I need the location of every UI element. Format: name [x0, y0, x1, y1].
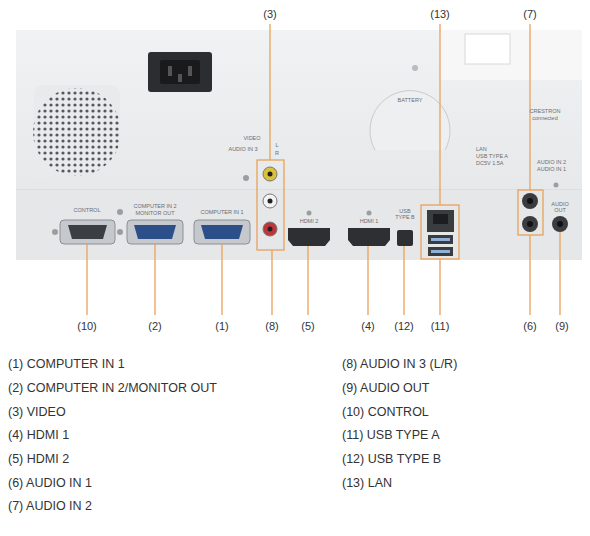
port-label: HDMI 1 [360, 218, 379, 224]
hdmi-ports [288, 211, 390, 247]
panel-body [16, 30, 582, 260]
callout-number: (2) [148, 320, 161, 332]
screw [412, 65, 418, 71]
legend-item: (6) AUDIO IN 1 [8, 477, 92, 491]
port-label: CONTROL [74, 207, 101, 213]
legend-item: (7) AUDIO IN 2 [8, 500, 92, 514]
callout-number: (8) [265, 320, 278, 332]
legend-item: (3) VIDEO [8, 406, 66, 420]
port-label: USB TYPE B [393, 208, 417, 220]
port-label: BATTERY [398, 97, 423, 103]
legend-item: (12) USB TYPE B [342, 453, 441, 467]
usb-b-port [397, 230, 413, 246]
port-label: AUDIO OUT [548, 201, 572, 213]
port-label: CRESTRON [530, 108, 561, 114]
callout-number: (1) [215, 320, 228, 332]
lan-usb-ports [427, 210, 454, 256]
callout-number: (12) [394, 320, 414, 332]
leader-lines [87, 24, 560, 315]
callout-number: (4) [361, 320, 374, 332]
panel-lower [16, 190, 582, 260]
port-label: HDMI 2 [300, 218, 319, 224]
legend-item: (10) CONTROL [342, 406, 429, 420]
dsub-ports [52, 209, 250, 244]
battery-cover [370, 91, 450, 150]
callout-number: (9) [555, 320, 568, 332]
callout-number: (11) [431, 320, 450, 332]
panel-top [440, 30, 582, 80]
legend-item: (4) HDMI 1 [8, 429, 69, 443]
grill-frame [34, 85, 120, 180]
port-label: L [275, 142, 278, 148]
callout-number: (3) [263, 8, 276, 20]
rca-jacks [243, 167, 277, 236]
legend-item: (13) LAN [342, 477, 392, 491]
callout-number: (7) [523, 8, 536, 20]
port-label: AUDIO IN 1 [537, 166, 566, 172]
legend-item: (5) HDMI 2 [8, 453, 69, 467]
callout-number: (13) [430, 8, 450, 20]
speaker-grill [33, 88, 121, 176]
legend-item: (11) USB TYPE A [342, 429, 440, 443]
port-label: LAN [476, 146, 487, 152]
power-socket [160, 60, 200, 84]
port-label: AUDIO IN 3 [228, 146, 257, 152]
power-inlet [148, 52, 212, 92]
callout-number: (10) [77, 320, 97, 332]
legend-item: (9) AUDIO OUT [342, 382, 430, 396]
port-label: USB TYPE A [476, 153, 508, 159]
port-label: COMPUTER IN 2 [133, 203, 176, 209]
port-label: COMPUTER IN 1 [200, 209, 243, 215]
port-label: connected [532, 115, 557, 121]
legend-item: (8) AUDIO IN 3 (L/R) [342, 358, 457, 372]
port-label: AUDIO IN 2 [537, 159, 566, 165]
port-label: MONITOR OUT [135, 210, 174, 216]
port-label: R [275, 150, 279, 156]
port-label: VIDEO [243, 135, 260, 141]
panel-tab [465, 34, 510, 64]
legend-item: (1) COMPUTER IN 1 [8, 358, 125, 372]
callout-number: (6) [523, 320, 536, 332]
legend-item: (2) COMPUTER IN 2/MONITOR OUT [8, 382, 217, 396]
callout-number: (5) [301, 320, 314, 332]
port-label: DC5V 1.5A [476, 160, 504, 166]
